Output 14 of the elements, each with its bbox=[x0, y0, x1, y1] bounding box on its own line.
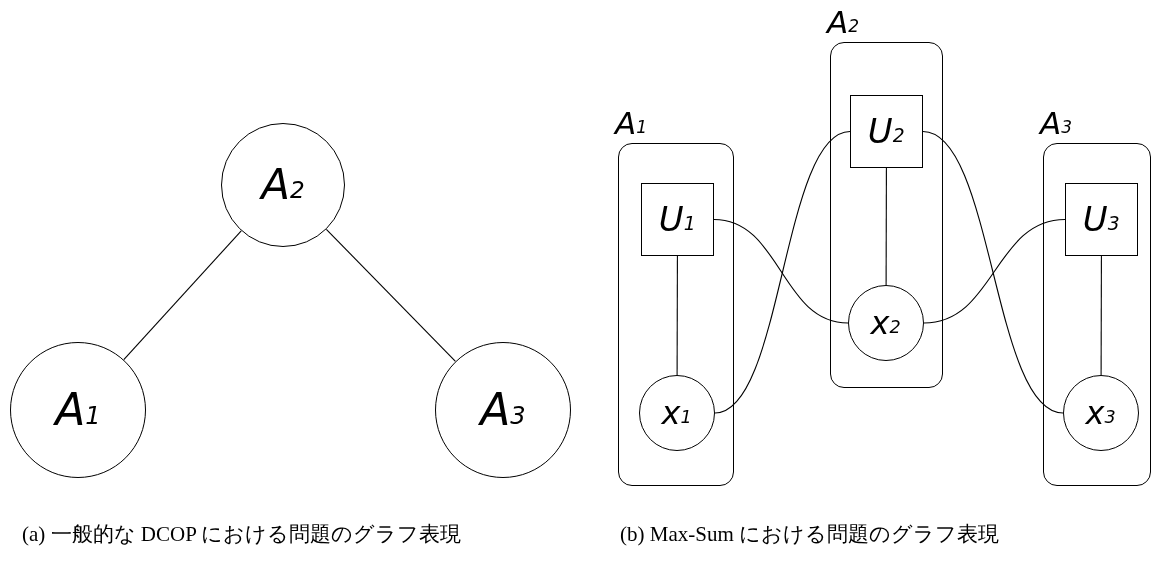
connector-line bbox=[885, 167, 887, 286]
figure-caption: (b) Max-Sum における問題のグラフ表現 bbox=[620, 521, 999, 548]
connector-line bbox=[714, 130, 851, 414]
connector-line bbox=[325, 228, 456, 362]
factor-square bbox=[849, 94, 923, 168]
figure-caption: (a) 一般的な DCOP における問題のグラフ表現 bbox=[22, 521, 462, 548]
factor-square bbox=[1064, 182, 1138, 256]
connector-line bbox=[123, 230, 242, 361]
factor-square bbox=[640, 182, 714, 256]
connector-line bbox=[923, 218, 1066, 324]
connector-line bbox=[676, 255, 678, 376]
connector-line bbox=[922, 130, 1064, 414]
connector-line bbox=[1100, 255, 1102, 376]
connector-line bbox=[713, 218, 849, 324]
